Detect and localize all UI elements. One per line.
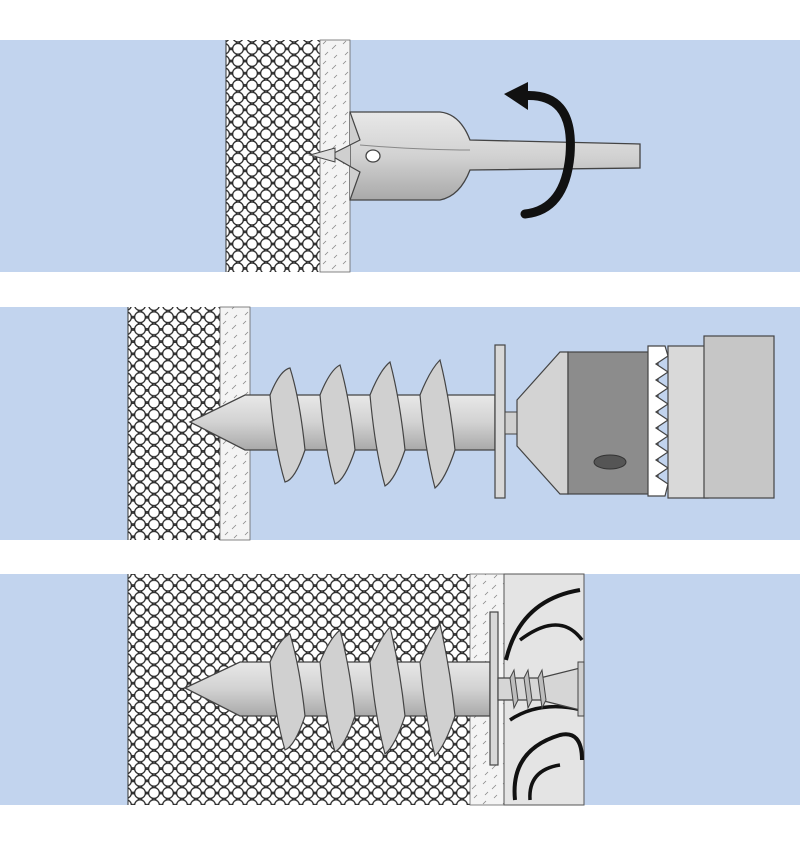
anchor-flange: [489, 611, 499, 766]
chuck-sleeve: [567, 351, 659, 495]
drill-housing: [703, 335, 775, 499]
installed-anchor: [183, 611, 499, 766]
panel-fastening: [0, 573, 800, 806]
spiral-anchor: [188, 344, 506, 499]
rotation-arrow-icon: [504, 82, 575, 219]
panel-screw-in: [0, 306, 800, 541]
panel-drilling: [0, 39, 800, 273]
screw: [497, 661, 585, 717]
bit-hole-icon: [365, 149, 381, 163]
spade-drill-bit: [308, 111, 641, 201]
drill-chuck: [504, 335, 775, 499]
chuck-key-hole-icon: [593, 454, 627, 470]
screw-head: [577, 661, 585, 717]
insulation-layer: [226, 40, 320, 272]
chuck-body: [667, 345, 709, 499]
anchor-flange: [494, 344, 506, 499]
